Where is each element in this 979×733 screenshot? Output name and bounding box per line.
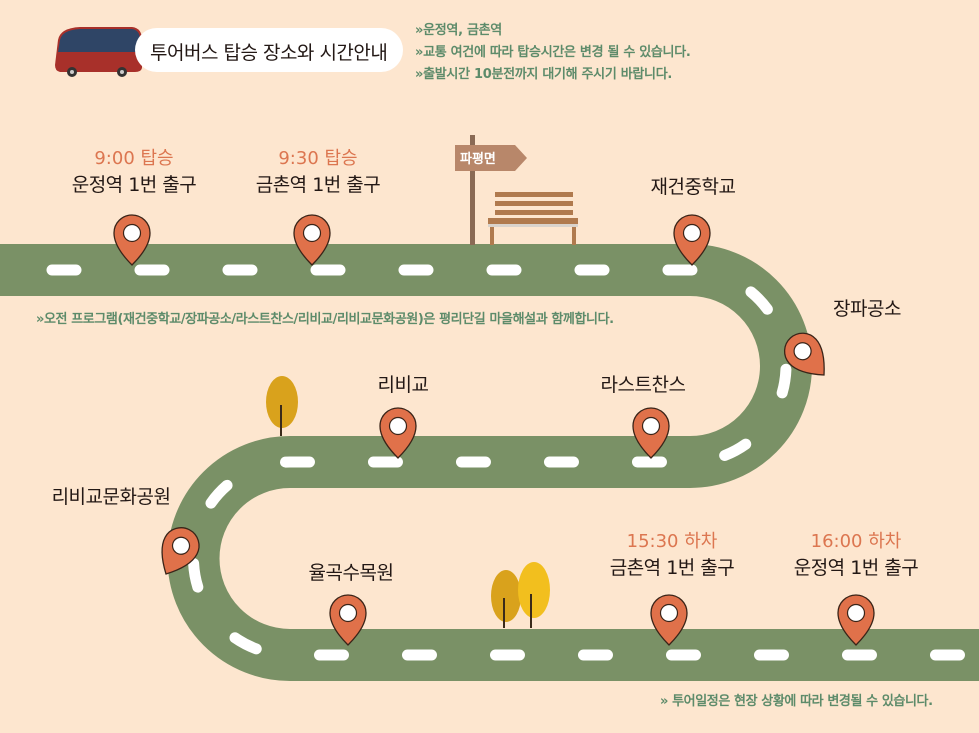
stop-unjeong-board: 9:00 탑승 운정역 1번 출구: [72, 144, 197, 197]
stop-place: 운정역 1번 출구: [71, 174, 197, 196]
stop-time: 15:30 하차: [626, 531, 718, 552]
road-center-dashes: [0, 264, 979, 661]
stop-last-chance: 라스트찬스: [601, 370, 686, 397]
stop-ribigyo: 리비교: [378, 370, 429, 397]
stop-place: 리비교: [377, 374, 429, 396]
header-notes: »운정역, 금촌역 »교통 여건에 따라 탑승시간은 변경 될 수 있습니다. …: [415, 20, 691, 86]
sign-label: 파평면: [460, 152, 496, 167]
tree-icon: [266, 376, 298, 436]
page-title: 투어버스 탑승 장소와 시간안내: [150, 42, 388, 64]
stop-time: 9:30 탑승: [278, 148, 358, 169]
note-line: »운정역, 금촌역: [415, 23, 502, 38]
stop-place: 금촌역 1번 출구: [255, 174, 381, 196]
stop-time: 16:00 하차: [810, 531, 902, 552]
stop-place: 장파공소: [833, 298, 901, 320]
title-pill: [135, 28, 403, 72]
tree-pair-icon: [491, 562, 550, 628]
stop-place: 리비교문화공원: [51, 486, 171, 508]
stop-time: 9:00 탑승: [94, 148, 174, 169]
stop-place: 운정역 1번 출구: [793, 557, 919, 579]
stop-jaegeon: 재건중학교: [651, 172, 736, 199]
note-line: »교통 여건에 따라 탑승시간은 변경 될 수 있습니다.: [415, 45, 691, 60]
note-line: »출발시간 10분전까지 대기해 주시기 바랍니다.: [415, 67, 673, 82]
stop-jangpa: 장파공소: [833, 294, 901, 321]
morning-program-note: »오전 프로그램(재건중학교/장파공소/라스트찬스/리비교/리비교문화공원)은 …: [36, 312, 614, 327]
bus-icon: [55, 27, 142, 77]
signpost-icon: [455, 135, 527, 245]
stop-place: 라스트찬스: [600, 374, 686, 396]
stop-place: 재건중학교: [650, 176, 736, 198]
stop-geumchon-drop: 15:30 하차 금촌역 1번 출구: [610, 527, 735, 580]
stop-geumchon-board: 9:30 탑승 금촌역 1번 출구: [256, 144, 381, 197]
bench-icon: [488, 192, 578, 245]
stop-ribigyo-park: 리비교문화공원: [52, 482, 171, 509]
stop-place: 율곡수목원: [308, 562, 394, 584]
stop-place: 금촌역 1번 출구: [609, 557, 735, 579]
schedule-change-note: » 투어일정은 현장 상황에 따라 변경될 수 있습니다.: [660, 694, 933, 709]
stop-yulgok: 율곡수목원: [309, 558, 394, 585]
stop-unjeong-drop: 16:00 하차 운정역 1번 출구: [794, 527, 919, 580]
